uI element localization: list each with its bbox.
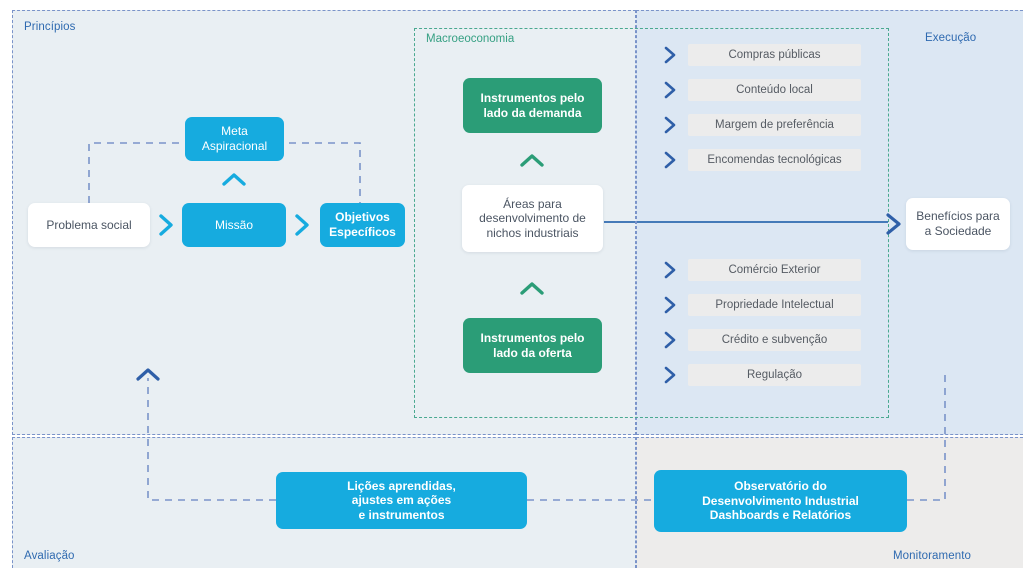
chevron-right-icon	[659, 364, 681, 386]
chevron-right-icon-problema-missao	[156, 211, 176, 239]
list-item-label: Encomendas tecnológicas	[688, 149, 861, 171]
caret-up-icon-feedback	[134, 366, 162, 382]
list-item-label: Regulação	[688, 364, 861, 386]
caret-up-icon-areas-oferta	[518, 280, 546, 296]
border-principios	[12, 10, 636, 435]
caret-up-icon-missao-meta	[220, 171, 248, 187]
chevron-right-icon	[659, 149, 681, 171]
list-item-label: Margem de preferência	[688, 114, 861, 136]
list-item-demand-0[interactable]: Compras públicas	[659, 44, 861, 66]
chevron-right-icon	[659, 294, 681, 316]
chevron-right-icon	[659, 259, 681, 281]
node-problema-social[interactable]: Problema social	[28, 203, 150, 247]
chevron-right-icon	[659, 44, 681, 66]
chevron-right-icon	[659, 329, 681, 351]
list-item-label: Conteúdo local	[688, 79, 861, 101]
node-missao[interactable]: Missão	[182, 203, 286, 247]
list-item-label: Propriedade Intelectual	[688, 294, 861, 316]
list-item-supply-3[interactable]: Regulação	[659, 364, 861, 386]
label-avaliacao: Avaliação	[24, 550, 75, 562]
chevron-right-icon-missao-objetivos	[292, 211, 312, 239]
border-macroeconomia	[414, 28, 889, 418]
list-item-demand-2[interactable]: Margem de preferência	[659, 114, 861, 136]
chevron-right-icon	[659, 114, 681, 136]
label-principios: Princípios	[24, 21, 76, 33]
label-execucao: Execução	[925, 32, 977, 44]
caret-up-icon-areas-demanda	[518, 152, 546, 168]
chevron-right-icon-beneficios	[884, 210, 904, 238]
list-item-supply-0[interactable]: Comércio Exterior	[659, 259, 861, 281]
list-item-label: Compras públicas	[688, 44, 861, 66]
border-avaliacao	[12, 437, 636, 568]
chevron-right-icon	[659, 79, 681, 101]
list-item-demand-3[interactable]: Encomendas tecnológicas	[659, 149, 861, 171]
border-monitoramento	[636, 437, 1023, 568]
list-item-demand-1[interactable]: Conteúdo local	[659, 79, 861, 101]
label-monitoramento: Monitoramento	[893, 550, 972, 562]
list-item-label: Comércio Exterior	[688, 259, 861, 281]
border-execucao	[636, 10, 1023, 435]
list-item-label: Crédito e subvenção	[688, 329, 861, 351]
list-item-supply-2[interactable]: Crédito e subvenção	[659, 329, 861, 351]
label-macroeconomia: Macroeoconomia	[426, 33, 515, 45]
list-item-supply-1[interactable]: Propriedade Intelectual	[659, 294, 861, 316]
